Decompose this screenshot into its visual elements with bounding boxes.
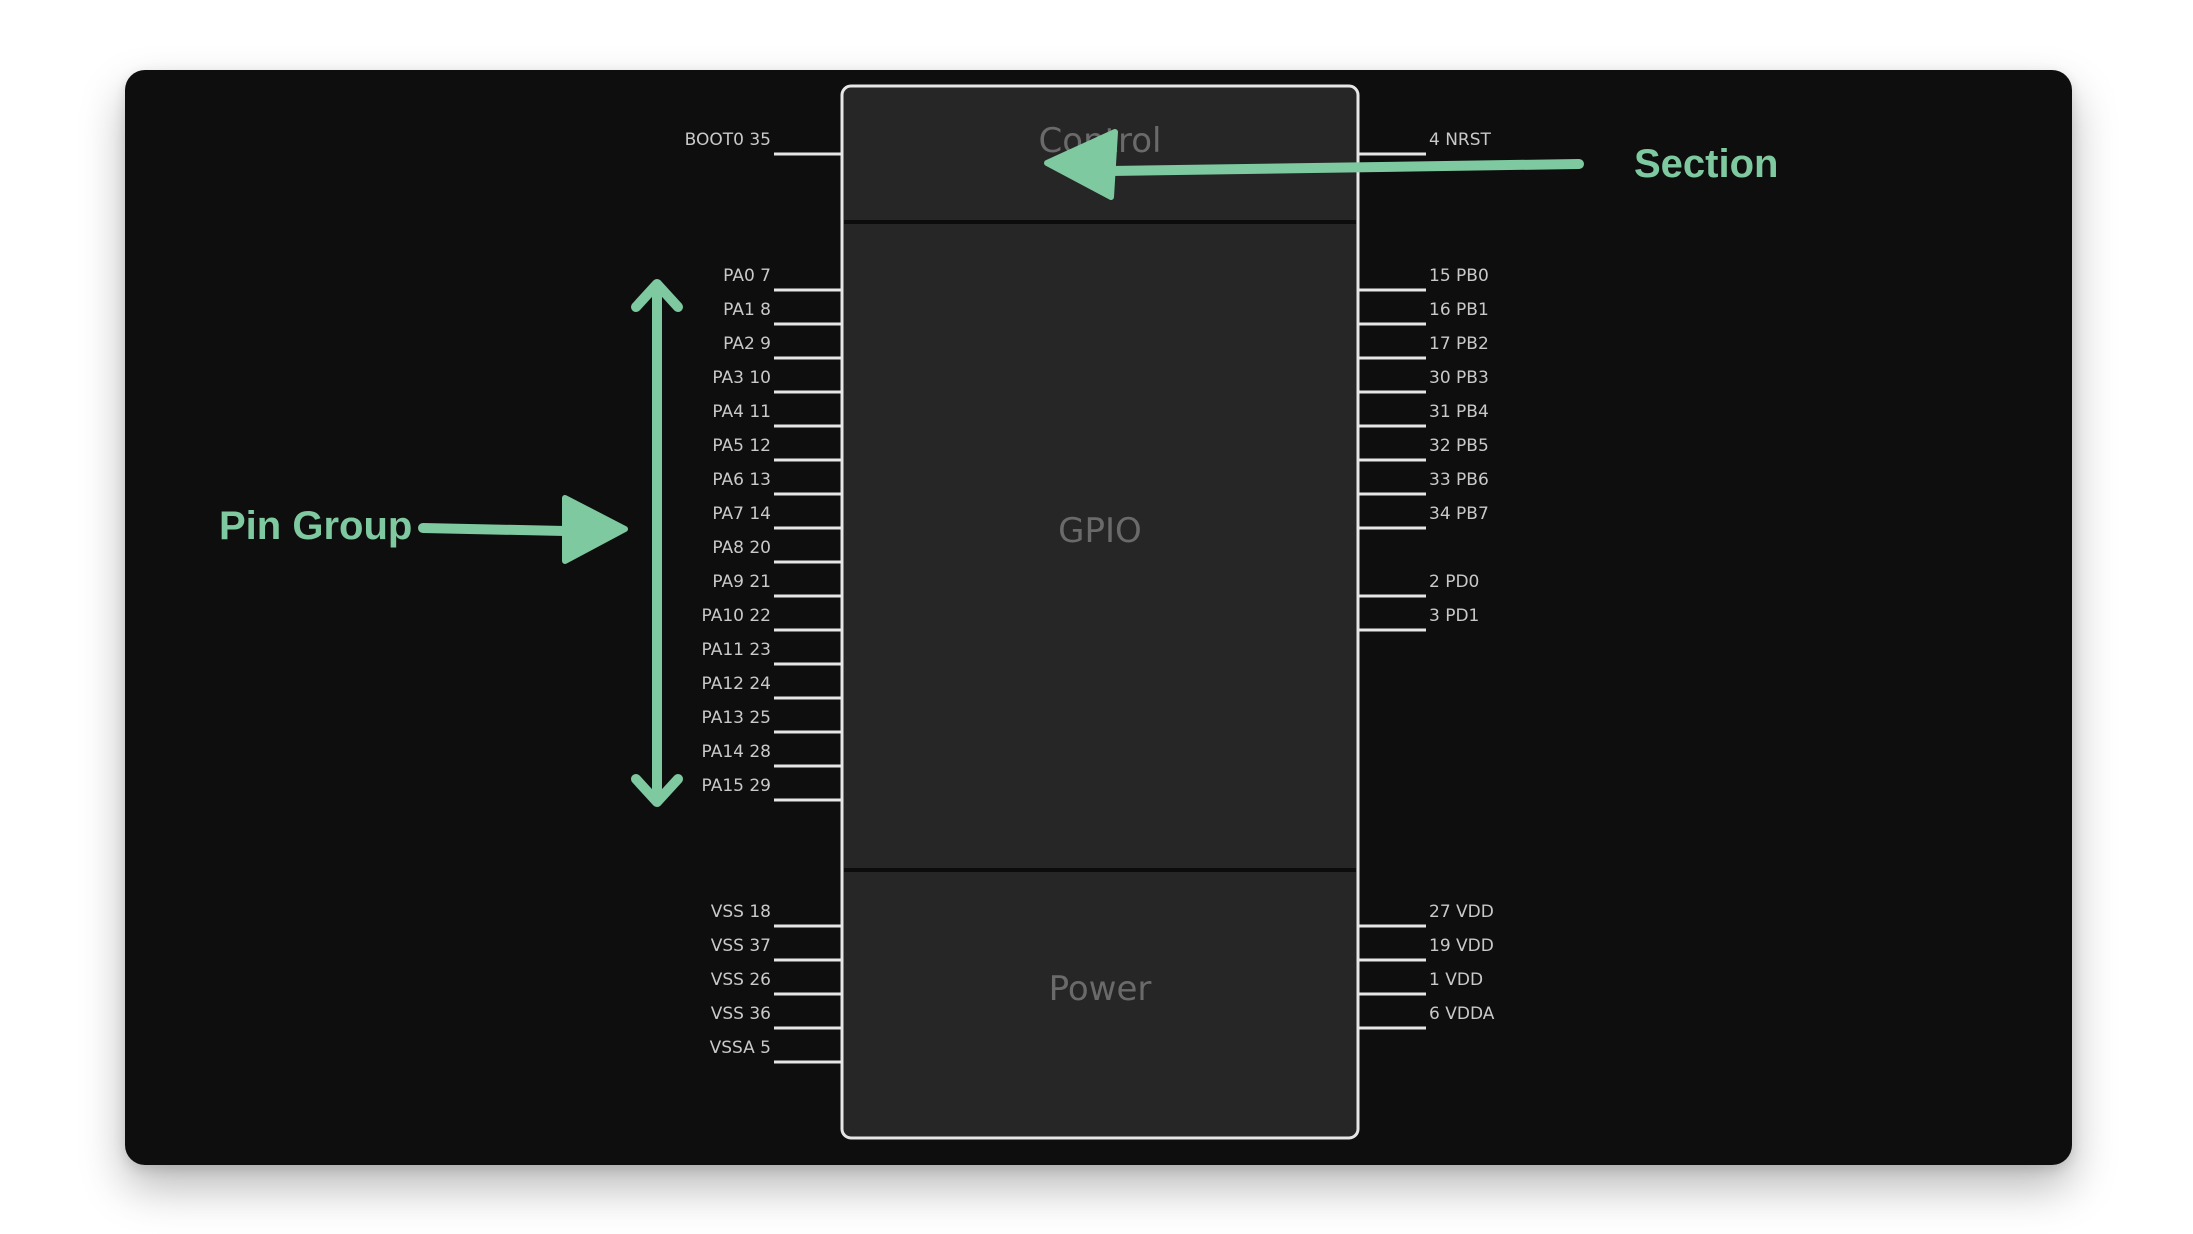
pin-right: 4 NRST: [1358, 130, 1492, 156]
pin-label: PA3 10: [712, 368, 771, 388]
pin-label: VSS 26: [711, 970, 771, 990]
pin-right: 19 VDD: [1358, 936, 1494, 962]
pin-list: BOOT0 35 4 NRST PA0 7 PA1 8 PA2 9 PA3 10 PA4 1…: [685, 130, 1495, 1064]
pin-label: PA13 25: [702, 708, 771, 728]
pin-right: 31 PB4: [1358, 402, 1489, 428]
pin-label: 17 PB2: [1429, 334, 1489, 354]
pin-left: VSS 18: [711, 902, 842, 928]
pin-right: 16 PB1: [1358, 300, 1489, 326]
pin-left: PA14 28: [702, 742, 842, 768]
pin-right: 1 VDD: [1358, 970, 1483, 996]
pin-right: 3 PD1: [1358, 606, 1479, 632]
pin-label: 2 PD0: [1429, 572, 1479, 592]
pin-left: VSSA 5: [710, 1038, 842, 1064]
pin-label: PA9 21: [712, 572, 771, 592]
pin-left: PA7 14: [712, 504, 842, 530]
pin-label: 3 PD1: [1429, 606, 1479, 626]
pin-group-annotation-label: Pin Group: [219, 504, 412, 548]
annotations: Section Pin Group: [219, 129, 1778, 807]
pin-left: PA3 10: [712, 368, 842, 394]
section-label-power: Power: [1049, 969, 1152, 1009]
pin-left: VSS 37: [711, 936, 842, 962]
pin-label: PA6 13: [712, 470, 771, 490]
pin-left: PA8 20: [712, 538, 842, 564]
pin-group-bracket-top-head: [631, 279, 683, 312]
pin-right: 6 VDDA: [1358, 1004, 1495, 1030]
pin-label: PA10 22: [702, 606, 771, 626]
pin-label: VSS 18: [711, 902, 771, 922]
pin-left: PA10 22: [702, 606, 842, 632]
pin-left: PA13 25: [702, 708, 842, 734]
pin-right: 34 PB7: [1358, 504, 1489, 530]
pin-left: PA2 9: [723, 334, 842, 360]
pin-left: PA9 21: [712, 572, 842, 598]
pin-right: 27 VDD: [1358, 902, 1494, 928]
pin-left: BOOT0 35: [685, 130, 842, 156]
pin-left: PA11 23: [702, 640, 842, 666]
pin-label: 6 VDDA: [1429, 1004, 1495, 1024]
pin-label: PA12 24: [702, 674, 771, 694]
pin-label: 16 PB1: [1429, 300, 1489, 320]
pin-left: VSS 26: [711, 970, 842, 996]
pin-right: 17 PB2: [1358, 334, 1489, 360]
pin-label: PA4 11: [712, 402, 771, 422]
pin-label: PA11 23: [702, 640, 771, 660]
pin-label: 34 PB7: [1429, 504, 1489, 524]
pin-left: PA1 8: [723, 300, 842, 326]
pin-label: 15 PB0: [1429, 266, 1489, 286]
pin-label: PA15 29: [702, 776, 771, 796]
pin-right: 32 PB5: [1358, 436, 1489, 462]
pin-label: 31 PB4: [1429, 402, 1489, 422]
pin-right: 33 PB6: [1358, 470, 1489, 496]
pin-label: PA14 28: [702, 742, 771, 762]
pin-label: PA0 7: [723, 266, 771, 286]
section-arrow-head: [1044, 129, 1118, 200]
pin-left: PA4 11: [712, 402, 842, 428]
section-arrow-shaft: [1105, 159, 1584, 176]
pin-left: VSS 36: [711, 1004, 842, 1030]
section-label-gpio: GPIO: [1058, 511, 1142, 551]
pin-left: PA12 24: [702, 674, 842, 700]
pin-label: 27 VDD: [1429, 902, 1494, 922]
pin-label: VSS 37: [711, 936, 771, 956]
pin-left: PA6 13: [712, 470, 842, 496]
pin-label: 30 PB3: [1429, 368, 1489, 388]
pin-label: BOOT0 35: [685, 130, 771, 150]
pin-left: PA5 12: [712, 436, 842, 462]
pin-label: PA2 9: [723, 334, 771, 354]
pin-label: VSS 36: [711, 1004, 771, 1024]
section-annotation-label: Section: [1634, 142, 1778, 186]
pin-right: 2 PD0: [1358, 572, 1479, 598]
pin-label: PA1 8: [723, 300, 771, 320]
pin-label: PA5 12: [712, 436, 771, 456]
pin-group-arrow-head: [562, 495, 628, 564]
pin-label: 19 VDD: [1429, 936, 1494, 956]
chip-outline: [840, 84, 1360, 1140]
pin-group-bracket-bottom-head: [631, 774, 683, 807]
pin-label: 33 PB6: [1429, 470, 1489, 490]
pin-left: PA15 29: [702, 776, 842, 802]
pin-left: PA0 7: [723, 266, 842, 292]
pin-right: 30 PB3: [1358, 368, 1489, 394]
chip-body: ControlGPIOPower: [840, 84, 1360, 1140]
pin-label: 4 NRST: [1429, 130, 1492, 150]
pin-label: PA7 14: [712, 504, 771, 524]
pin-label: PA8 20: [712, 538, 771, 558]
pin-label: 32 PB5: [1429, 436, 1489, 456]
pin-label: VSSA 5: [710, 1038, 771, 1058]
pin-label: 1 VDD: [1429, 970, 1483, 990]
pin-group-arrow-shaft: [418, 523, 570, 536]
pin-right: 15 PB0: [1358, 266, 1489, 292]
